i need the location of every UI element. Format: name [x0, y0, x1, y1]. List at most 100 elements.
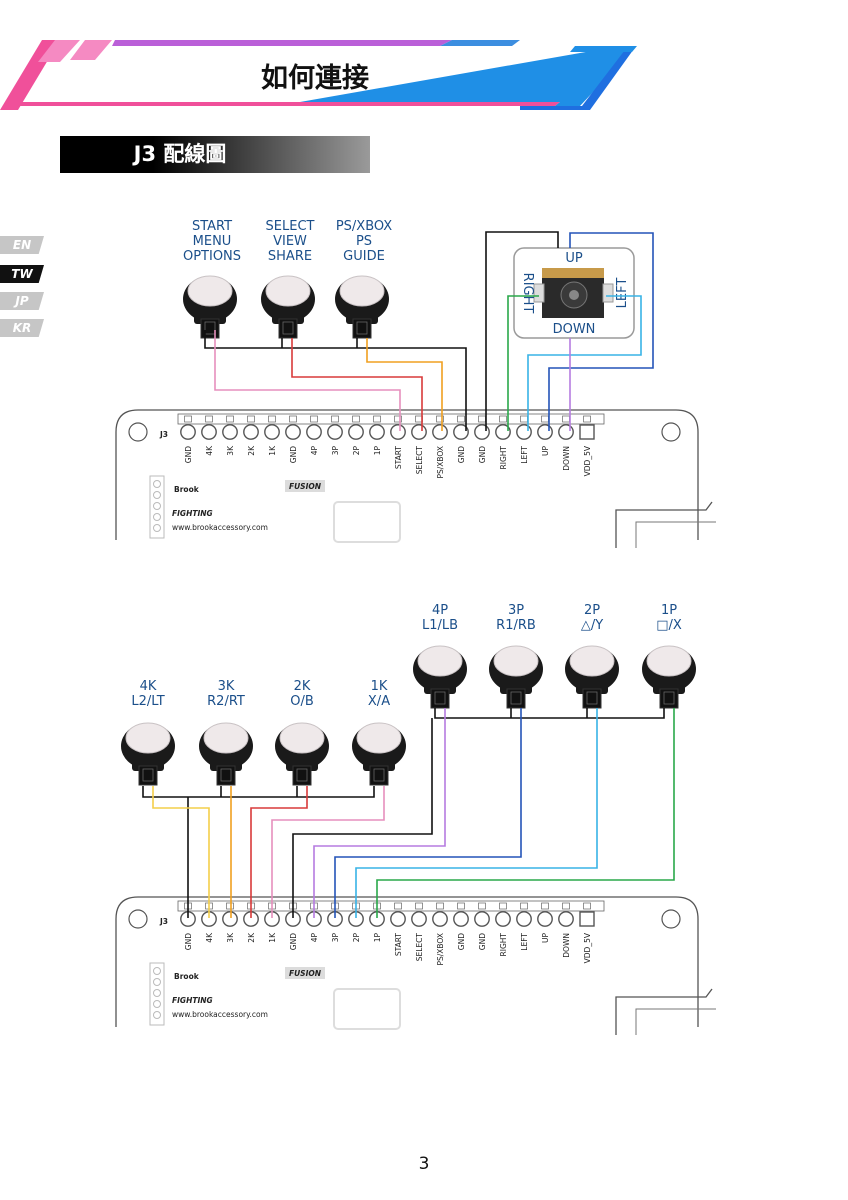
- punch-button-label-2-line: 3P: [508, 603, 524, 618]
- kick-button-1-switch-pin: [142, 768, 154, 782]
- board1-side-pin: [153, 502, 161, 510]
- board2-pin-notch: [394, 902, 402, 910]
- board2-side-pin: [153, 978, 161, 986]
- kick-button-2: [199, 722, 253, 786]
- board2-pin-label: SELECT: [415, 933, 424, 962]
- board2-pin-label: 3K: [226, 932, 235, 943]
- board2-pin-hole: [537, 911, 553, 927]
- joystick-left-label: LEFT: [615, 278, 630, 309]
- kick-button-2-cap: [203, 722, 249, 754]
- board2-pin-hole: [495, 911, 511, 927]
- board2-brand: Brook: [174, 972, 200, 981]
- board2-usb-port-inner: [635, 1008, 716, 1035]
- board2-side-pin: [153, 1000, 161, 1008]
- board2-pin-notch: [583, 902, 591, 910]
- control-button-label-2-line: SELECT: [266, 219, 315, 234]
- board1-pin-label: SELECT: [415, 446, 424, 475]
- board2-pin-hole: [516, 911, 532, 927]
- board2-side-pin: [153, 1011, 161, 1019]
- board1-pin-hole: [453, 424, 469, 440]
- control-button-3-cap: [339, 275, 385, 307]
- board1-pin-label: GND: [478, 446, 487, 463]
- board2-pin-label: 2K: [247, 932, 256, 943]
- punch-button-4-cap: [646, 645, 692, 677]
- joystick-tab-right: [602, 283, 614, 303]
- wire-1k: [271, 786, 385, 918]
- wire-left: [527, 295, 642, 431]
- control-button-label-2-line: SHARE: [268, 249, 312, 264]
- punch-button-label-1-line: 4P: [432, 603, 448, 618]
- board1-pin-label: START: [394, 446, 403, 470]
- board1-pin-label: GND: [184, 446, 193, 463]
- punch-button-2-switch-pin: [510, 691, 522, 705]
- board1-pin-notch: [205, 415, 213, 423]
- board2-pin-label: 3P: [331, 933, 340, 943]
- board1-side-pin: [153, 480, 161, 488]
- board2-pin-label: VDD_5V: [583, 932, 592, 963]
- board1-pin-label: 2K: [247, 445, 256, 456]
- board2-pin-label: DOWN: [562, 933, 571, 958]
- kick-button-2-switch-pin: [220, 768, 232, 782]
- section-title: J3 配線圖: [133, 142, 227, 166]
- punch-button-1-cap: [417, 645, 463, 677]
- board2-usb-port: [615, 988, 713, 1035]
- board2-pin-notch: [541, 902, 549, 910]
- board1-badge: FUSION: [289, 482, 322, 491]
- board1-pin-hole: [201, 424, 217, 440]
- board2-pin-notch: [478, 902, 486, 910]
- board1-usb-port-inner: [635, 521, 716, 548]
- joystick-up-label: UP: [565, 251, 583, 266]
- wire-2p: [355, 708, 598, 918]
- board1-pin-notch: [184, 415, 192, 423]
- board1-pin-notch: [562, 415, 570, 423]
- board1-pin-notch: [583, 415, 591, 423]
- board1-pin-label: 1P: [373, 446, 382, 456]
- board1-pin-notch: [226, 415, 234, 423]
- board1-usb-port: [615, 501, 713, 548]
- wire-ps-xbox: [366, 338, 443, 431]
- lang-tab-tw[interactable]: TW: [0, 265, 44, 283]
- board2-pin-label: UP: [541, 933, 550, 943]
- board1-pin-label: 3P: [331, 446, 340, 456]
- board1-side-pin: [153, 513, 161, 521]
- wire-start: [214, 330, 401, 431]
- board1-pin-label: 2P: [352, 446, 361, 456]
- punch-button-label-4-line: □/X: [656, 618, 682, 633]
- board1-pin-notch: [541, 415, 549, 423]
- board1-pin-hole: [432, 424, 448, 440]
- board1-pin-hole: [516, 424, 532, 440]
- page-number: 3: [418, 1154, 430, 1174]
- punch-button-3-cap: [569, 645, 615, 677]
- board1-pin-notch: [394, 415, 402, 423]
- board2-pin-label: START: [394, 933, 403, 957]
- wire-3p: [334, 708, 522, 918]
- page-title: 如何連接: [261, 63, 369, 94]
- kick-button-3-switch-pin: [296, 768, 308, 782]
- wire-4k: [152, 786, 210, 918]
- board1-pin-hole: [369, 424, 385, 440]
- board2-pin-notch: [499, 902, 507, 910]
- punch-button-2: [489, 645, 543, 709]
- board1-pin-label: VDD_5V: [583, 445, 592, 476]
- board2-pin-notch: [415, 902, 423, 910]
- board2-pin-notch: [562, 902, 570, 910]
- header-banner: [0, 38, 637, 110]
- board1-pin-notch: [436, 415, 444, 423]
- wire-joystick-ground: [485, 231, 559, 431]
- kick-button-3-cap: [279, 722, 325, 754]
- board1-pin-notch: [457, 415, 465, 423]
- lang-tab-jp[interactable]: JP: [0, 292, 44, 310]
- board1-url: www.brookaccessory.com: [172, 523, 268, 532]
- board2-pin-label: GND: [184, 933, 193, 950]
- control-button-label-1-line: START: [192, 219, 232, 234]
- lang-tab-kr[interactable]: KR: [0, 319, 44, 337]
- wire-kick-ground: [142, 786, 375, 798]
- punch-button-4: [642, 645, 696, 709]
- board1-header-top: [177, 413, 605, 425]
- board2-pin-notch: [520, 902, 528, 910]
- board1-mount-hole-right: [661, 422, 681, 442]
- lang-tab-en[interactable]: EN: [0, 236, 44, 254]
